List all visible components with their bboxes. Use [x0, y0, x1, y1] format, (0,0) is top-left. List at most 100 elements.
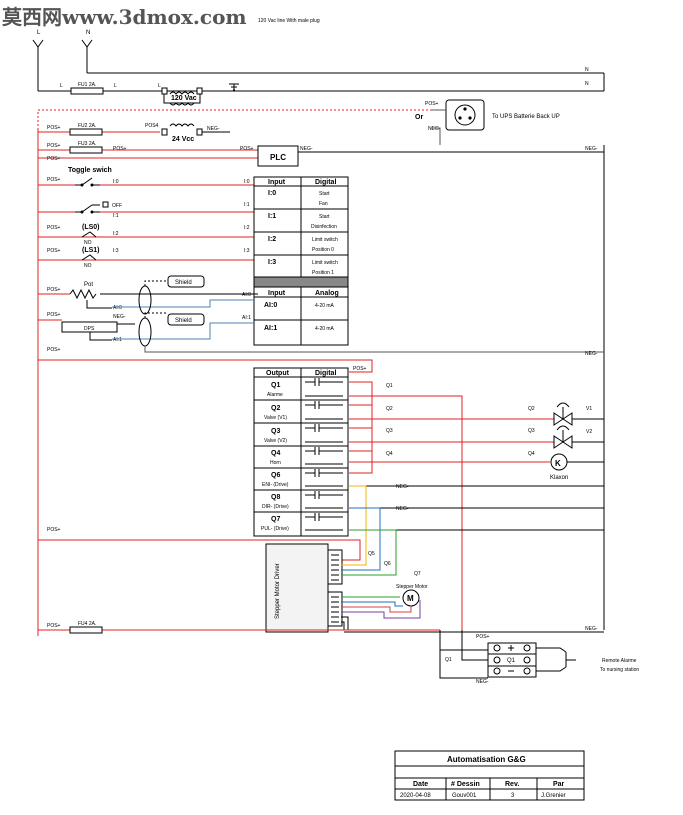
ai-desc-0: 4-20 mA — [315, 303, 335, 309]
pos-label-5: POS+ — [240, 146, 254, 152]
i1-wire-tag: I:1 — [113, 213, 119, 219]
do-tag-2: Q3 — [271, 428, 280, 435]
motor-wire-purple — [341, 600, 421, 619]
fuse-fu1 — [70, 87, 104, 95]
title-block-title: Automatisation G&G — [447, 755, 526, 764]
shield-label-1: Shield — [175, 280, 192, 286]
pos-label-7: POS+ — [47, 347, 61, 353]
dps-wires — [89, 323, 135, 341]
plc-input-digital-block: Input Digital I:0 I:1 I:2 I:3 Start Fan … — [244, 176, 349, 278]
remote-screw-3 — [493, 667, 501, 675]
i2-wire-tag: I:2 — [113, 231, 119, 237]
do-desc-3: Horn — [270, 460, 281, 466]
ups-pin-3 — [468, 116, 472, 120]
output-pos-feed — [38, 359, 373, 373]
ups-dashed-wire — [37, 109, 431, 130]
valve-q2-label: Q2 — [528, 406, 535, 412]
pos-alt-label: POS4 — [145, 123, 159, 129]
transformer-24-coil-icon — [169, 123, 195, 127]
di-pin-0: I:0 — [244, 179, 250, 185]
plc-box — [257, 145, 299, 167]
l-label-3: L — [158, 83, 161, 89]
i0-wire-tag: I:0 — [113, 179, 119, 185]
transformer-coil-icon — [169, 91, 195, 95]
ai-header-left: Input — [268, 290, 286, 297]
di-desc1-1: Start — [319, 214, 330, 220]
tx2-term-right — [196, 128, 203, 136]
di-header-left: Input — [268, 179, 286, 186]
ups-connector-icon — [445, 99, 485, 131]
remote-screw-4 — [523, 644, 531, 652]
fuse-fu4 — [69, 626, 103, 634]
valve-v1-icon — [553, 402, 573, 426]
pos-label-i2: POS+ — [47, 225, 61, 231]
shield-ellipse-2 — [138, 317, 152, 347]
neg-label-5: NEG- — [585, 626, 598, 632]
potentiometer-icon — [69, 288, 97, 300]
driver-terminal-pins — [331, 554, 339, 623]
pos-label-i3: POS+ — [47, 248, 61, 254]
stepper-motor-label: Stepper Motor — [396, 584, 428, 590]
do-tag-4: Q6 — [271, 472, 280, 479]
toggle-switch-icon-2 — [75, 204, 100, 213]
do-tag-1: Q2 — [271, 405, 280, 412]
do-desc-2: Valve (V2) — [264, 438, 287, 444]
dps-ai-tag: AI:1 — [113, 337, 122, 343]
off-label: OFF — [112, 203, 122, 209]
ai-tag-1: AI:1 — [264, 325, 277, 332]
ls0-label: (LS0) — [82, 224, 100, 231]
pos-label-4: POS+ — [47, 156, 61, 162]
do-tag-3: Q4 — [271, 450, 280, 457]
q1-output-wire — [349, 395, 463, 630]
stepper-driver-label: Stepper Motor Driver — [275, 563, 281, 619]
valve-v1-actuator — [556, 402, 570, 408]
title-block-header-by: Par — [553, 781, 565, 788]
di-desc2-0: Fan — [319, 201, 328, 207]
remote-screw-1 — [493, 644, 501, 652]
pos-label-2: POS+ — [47, 143, 61, 149]
neg-label-q6: NEG- — [396, 484, 409, 490]
pos-label-8: POS+ — [47, 527, 61, 533]
do-tag-0: Q1 — [271, 382, 280, 389]
shield-label-2: Shield — [175, 318, 192, 324]
q6-drive-wire — [341, 507, 381, 571]
valve-v2-label: V2 — [586, 429, 592, 435]
fuse-fu2 — [69, 128, 103, 136]
ups-neg: NEG- — [428, 126, 441, 132]
di-desc2-1: Disinfection — [311, 224, 337, 230]
title-block-by: J.Grenier — [541, 793, 566, 799]
di-desc1-0: Start — [319, 191, 330, 197]
fuse-fu4-label: FU4 2A. — [78, 621, 96, 627]
input-i2: POS+ (LS0) NO I:2 — [38, 224, 256, 246]
ai-pin-0: AI:0 — [242, 292, 251, 298]
di-tag-2: I:2 — [268, 236, 276, 243]
do-header-right: Digital — [315, 370, 336, 377]
title-block-date: 2020-04-08 — [400, 793, 431, 799]
remote-desc-1: Remote Alarme — [602, 658, 637, 664]
fuse-fu1-label: FU1 2A. — [78, 82, 96, 88]
ai-header-right: Analog — [315, 290, 339, 297]
mains-n: N — [86, 30, 90, 36]
neg-label-1: NEG- — [207, 126, 220, 132]
ls1-no: NO — [84, 263, 92, 269]
di-pin-1: I:1 — [244, 202, 250, 208]
klaxon-symbol: K — [555, 459, 561, 468]
valve-v1-label: V1 — [586, 406, 592, 412]
q2-wire-tag: Q2 — [386, 406, 393, 412]
driver-power-leads — [341, 616, 349, 630]
di-desc1-3: Limit switch — [312, 260, 338, 266]
ai-tag-0: AI:0 — [264, 302, 277, 309]
ai-pin-1: AI:1 — [242, 315, 251, 321]
neg-label-4: NEG- — [585, 351, 598, 357]
i1-contact-b — [90, 210, 94, 214]
ls1-label: (LS1) — [82, 247, 100, 254]
i3-wire-tag: I:3 — [113, 248, 119, 254]
do-tag-6: Q7 — [271, 516, 280, 523]
do-desc-5: DIR- (Drive) — [262, 504, 289, 510]
input-i1: OFF I:1 — [38, 201, 256, 219]
remote-feed-wires — [439, 630, 488, 679]
transformer-24-label: 24 Vcc — [172, 136, 194, 143]
ls0-no: NO — [84, 240, 92, 246]
di-header-right: Digital — [315, 179, 336, 186]
valve-q4-label: Q4 — [528, 451, 535, 457]
